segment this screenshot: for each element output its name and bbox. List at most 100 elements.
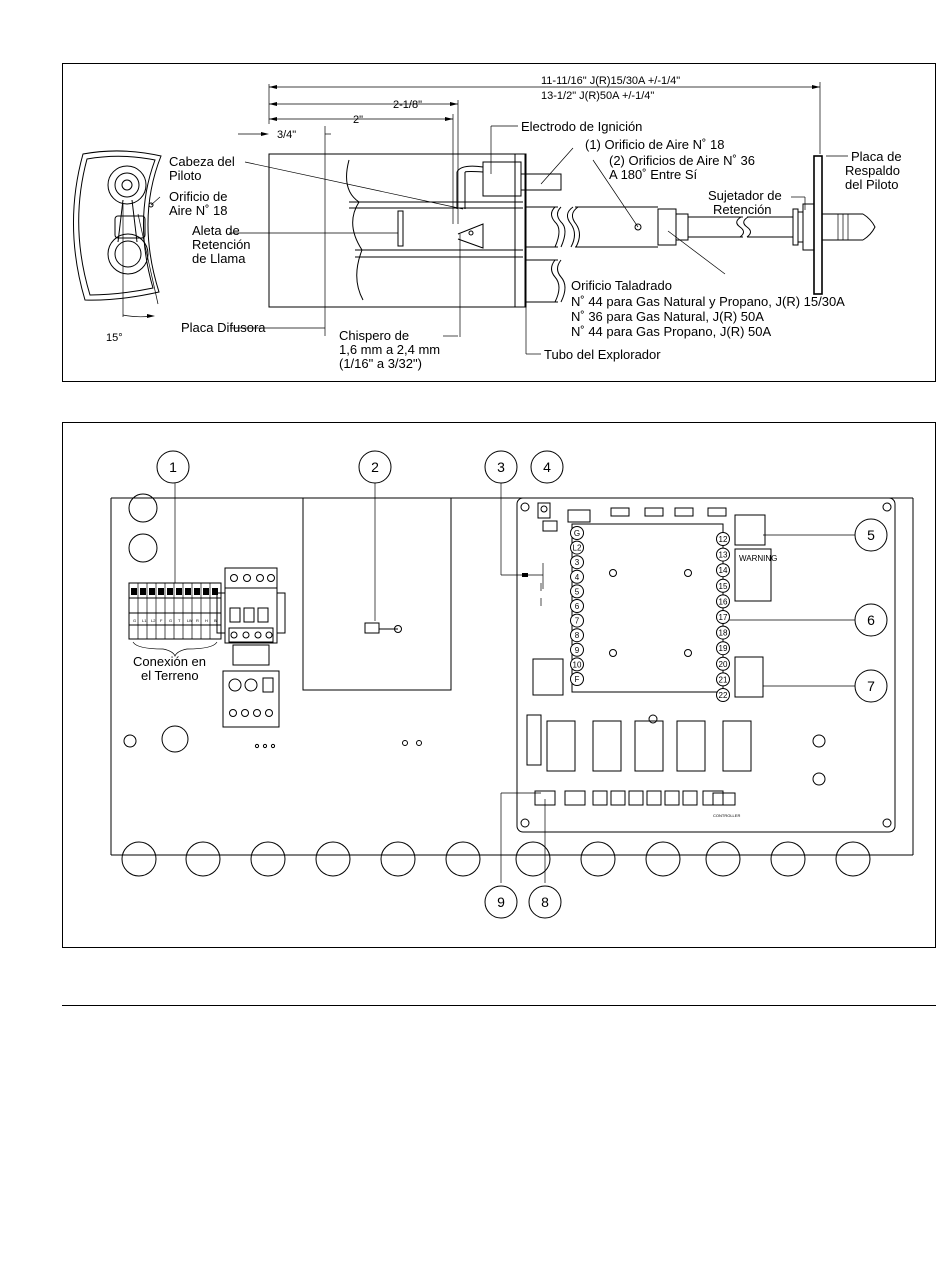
- leader-lines: [150, 125, 848, 355]
- label-drilled-orifice: Orificio Taladrado: [571, 278, 672, 293]
- label-drill-2: N˚ 36 para Gas Natural, J(R) 50A: [571, 309, 764, 324]
- terminal-right: [716, 532, 730, 546]
- terminal-left-label: F: [575, 675, 580, 684]
- label-flame-fin-3: de Llama: [192, 251, 246, 266]
- label-diffuser: Placa Difusora: [181, 320, 266, 335]
- callout-number-9: 9: [497, 894, 505, 910]
- terminal-right-label: 13: [719, 551, 728, 560]
- label-pilot-head-1: Cabeza del: [169, 154, 235, 169]
- terminal-right-label: 21: [719, 675, 728, 684]
- callout-number-2: 2: [371, 459, 379, 475]
- label-flame-fin-2: Retención: [192, 237, 251, 252]
- terminal-left: [570, 613, 584, 628]
- strip-label: B: [214, 618, 217, 623]
- terminal-left: [570, 555, 584, 570]
- label-pilot-head-2: Piloto: [169, 168, 202, 183]
- callout-number-3: 3: [497, 459, 505, 475]
- terminal-right-label: 16: [719, 597, 728, 606]
- warning-label: WARNING: [739, 554, 777, 563]
- terminal-right-label: 20: [719, 660, 728, 669]
- terminal-left: [570, 569, 584, 584]
- dim-overall-j15-30: 11-11/16" J(R)15/30A +/-1/4": [541, 75, 680, 87]
- label-backplate-3: del Piloto: [845, 177, 898, 192]
- terminal-left: [570, 540, 584, 555]
- terminal-right-label: 17: [719, 613, 728, 622]
- terminal-right-label: 14: [719, 566, 728, 575]
- dim-overall-j50: 13-1/2" J(R)50A +/-1/4": [541, 90, 654, 102]
- label-scanner-tube: Tubo del Explorador: [544, 347, 661, 362]
- pilot-end-view: [72, 150, 162, 318]
- label-electrode: Electrodo de Ignición: [521, 119, 642, 134]
- angle-label: 15°: [106, 332, 123, 344]
- terminal-left-label: 7: [575, 617, 580, 626]
- label-flame-fin-1: Aleta de: [192, 223, 240, 238]
- dimension-lines: [238, 82, 821, 224]
- strip-label: G: [133, 618, 136, 623]
- terminal-left: [570, 584, 584, 599]
- callout-bubble-1: [156, 450, 190, 484]
- label-spark-gap-3: (1/16" a 3/32"): [339, 356, 422, 371]
- terminal-left-label: 5: [575, 587, 580, 596]
- label-fastener-1: Sujetador de: [708, 188, 782, 203]
- field-connection-label-2: el Terreno: [141, 668, 199, 683]
- terminal-left: [570, 642, 584, 657]
- label-left-orifice-1: Orificio de: [169, 189, 228, 204]
- callout-number-5: 5: [867, 527, 875, 543]
- terminal-left-label: 8: [575, 631, 580, 640]
- terminal-left-label: L2: [573, 544, 582, 553]
- terminal-left-label: 4: [575, 573, 580, 582]
- label-fastener-2: Retención: [713, 202, 772, 217]
- terminal-left: [570, 657, 584, 672]
- callout-bubble-8: [528, 885, 562, 919]
- terminal-strip: [128, 479, 222, 657]
- callout-number-8: 8: [541, 894, 549, 910]
- label-drill-1: N˚ 44 para Gas Natural y Propano, J(R) 1…: [571, 294, 845, 309]
- contactor-block: [216, 567, 286, 728]
- terminal-right: [716, 563, 730, 578]
- callout-bubble-3: [484, 450, 518, 484]
- terminal-left-label: 3: [575, 558, 580, 567]
- callout-number-6: 6: [867, 612, 875, 628]
- pilot-tube: [567, 155, 876, 295]
- dim-2-1-8: 2-1/8": [393, 99, 422, 111]
- callout-bubble-2: [358, 450, 392, 484]
- label-spark-gap-1: Chispero de: [339, 328, 409, 343]
- callout-bubble-9: [484, 885, 518, 919]
- pilot-body: [268, 142, 566, 336]
- terminal-right: [716, 688, 730, 702]
- terminal-right-label: 19: [719, 644, 728, 653]
- page-divider: [62, 1005, 936, 1006]
- terminal-right: [716, 547, 730, 562]
- terminal-left-label: 10: [573, 660, 582, 669]
- terminal-right: [716, 610, 730, 624]
- terminal-left-label: 6: [575, 602, 580, 611]
- pilot-assembly-diagram: 11-11/16" J(R)15/30A +/-1/4" 13-1/2" J(R…: [62, 63, 936, 382]
- dim-2: 2": [353, 114, 363, 126]
- strip-label: G: [169, 618, 172, 623]
- terminal-right-label: 18: [719, 629, 728, 638]
- label-backplate-1: Placa de: [851, 149, 902, 164]
- terminal-right-label: 22: [719, 691, 728, 700]
- callout-bubble-5: [854, 518, 888, 552]
- label-left-orifice-2: Aire N˚ 18: [169, 203, 228, 218]
- terminal-left-label: 9: [575, 646, 580, 655]
- strip-label: T: [178, 618, 181, 623]
- terminal-left: [570, 672, 584, 686]
- callout-bubble-7: [854, 669, 888, 703]
- callout-number-7: 7: [867, 678, 875, 694]
- center-module: [302, 479, 452, 691]
- dim-3-4: 3/4": [277, 129, 296, 141]
- strip-label: R: [196, 618, 199, 623]
- terminal-right-label: 12: [719, 535, 728, 544]
- callout-bubble-6: [854, 603, 888, 637]
- label-air-orifices-2: (2) Orificios de Aire N˚ 36: [609, 153, 755, 168]
- terminal-right: [716, 625, 730, 640]
- label-backplate-2: Respaldo: [845, 163, 900, 178]
- main-board: WARNING CONTROLLER: [500, 479, 896, 883]
- terminal-left: [570, 628, 584, 643]
